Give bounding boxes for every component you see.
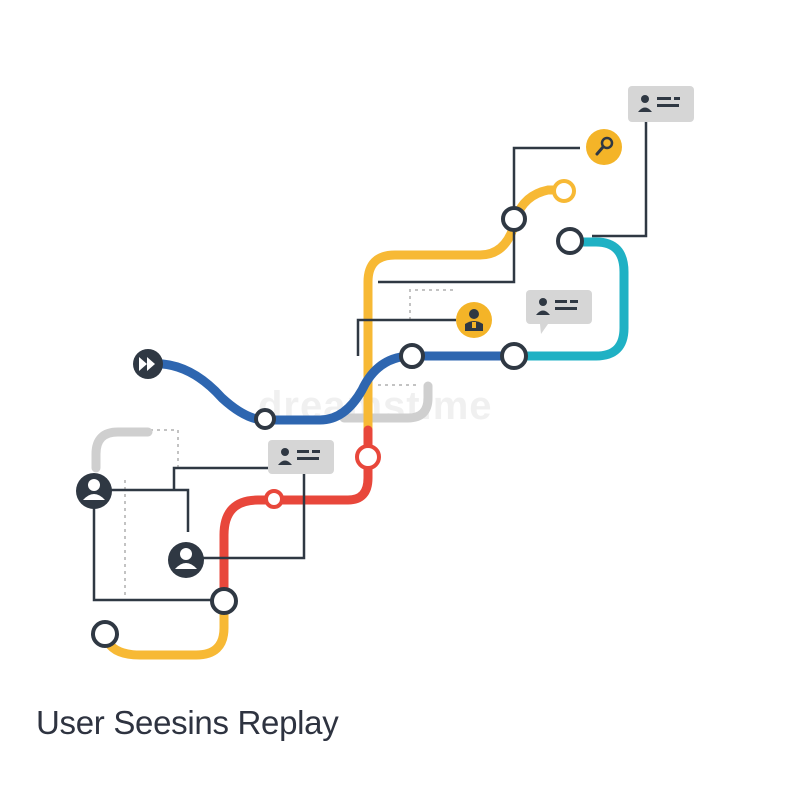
profile-card-icon <box>628 86 694 122</box>
profile-card-icon <box>526 290 592 334</box>
connector <box>110 488 190 532</box>
gray-line <box>339 381 433 423</box>
station-node <box>501 206 527 232</box>
connector <box>378 220 516 284</box>
presenter-icon <box>456 302 492 338</box>
station-node <box>91 620 119 648</box>
dark-connectors <box>92 122 648 602</box>
yellow-line-upper <box>363 185 569 435</box>
connector <box>356 318 456 356</box>
dotted-connector <box>409 289 455 320</box>
diagram-caption: User Seesins Replay <box>36 704 339 741</box>
user-icon <box>76 473 112 509</box>
search-icon <box>586 129 622 165</box>
station-node <box>399 343 425 369</box>
yellow-line-lower <box>100 585 229 660</box>
connector <box>202 472 306 560</box>
user-icon <box>168 542 204 578</box>
teal-line <box>509 237 629 361</box>
gray-line <box>91 427 153 473</box>
station-node <box>500 342 528 370</box>
station-node-red <box>355 444 381 470</box>
end-node-yellow <box>552 179 576 203</box>
station-node <box>210 587 238 615</box>
connector <box>512 146 580 220</box>
gray-segments <box>91 381 433 473</box>
station-nodes <box>91 206 584 648</box>
dotted-connector <box>150 429 179 470</box>
station-node <box>254 408 276 430</box>
blue-line <box>143 351 519 425</box>
station-node-red <box>264 489 284 509</box>
connector <box>92 508 224 602</box>
connector <box>172 466 268 490</box>
dotted-connectors <box>124 289 455 595</box>
station-node <box>556 227 584 255</box>
profile-card-icon <box>268 440 334 474</box>
fast-forward-icon <box>133 349 163 379</box>
connector <box>592 122 648 238</box>
